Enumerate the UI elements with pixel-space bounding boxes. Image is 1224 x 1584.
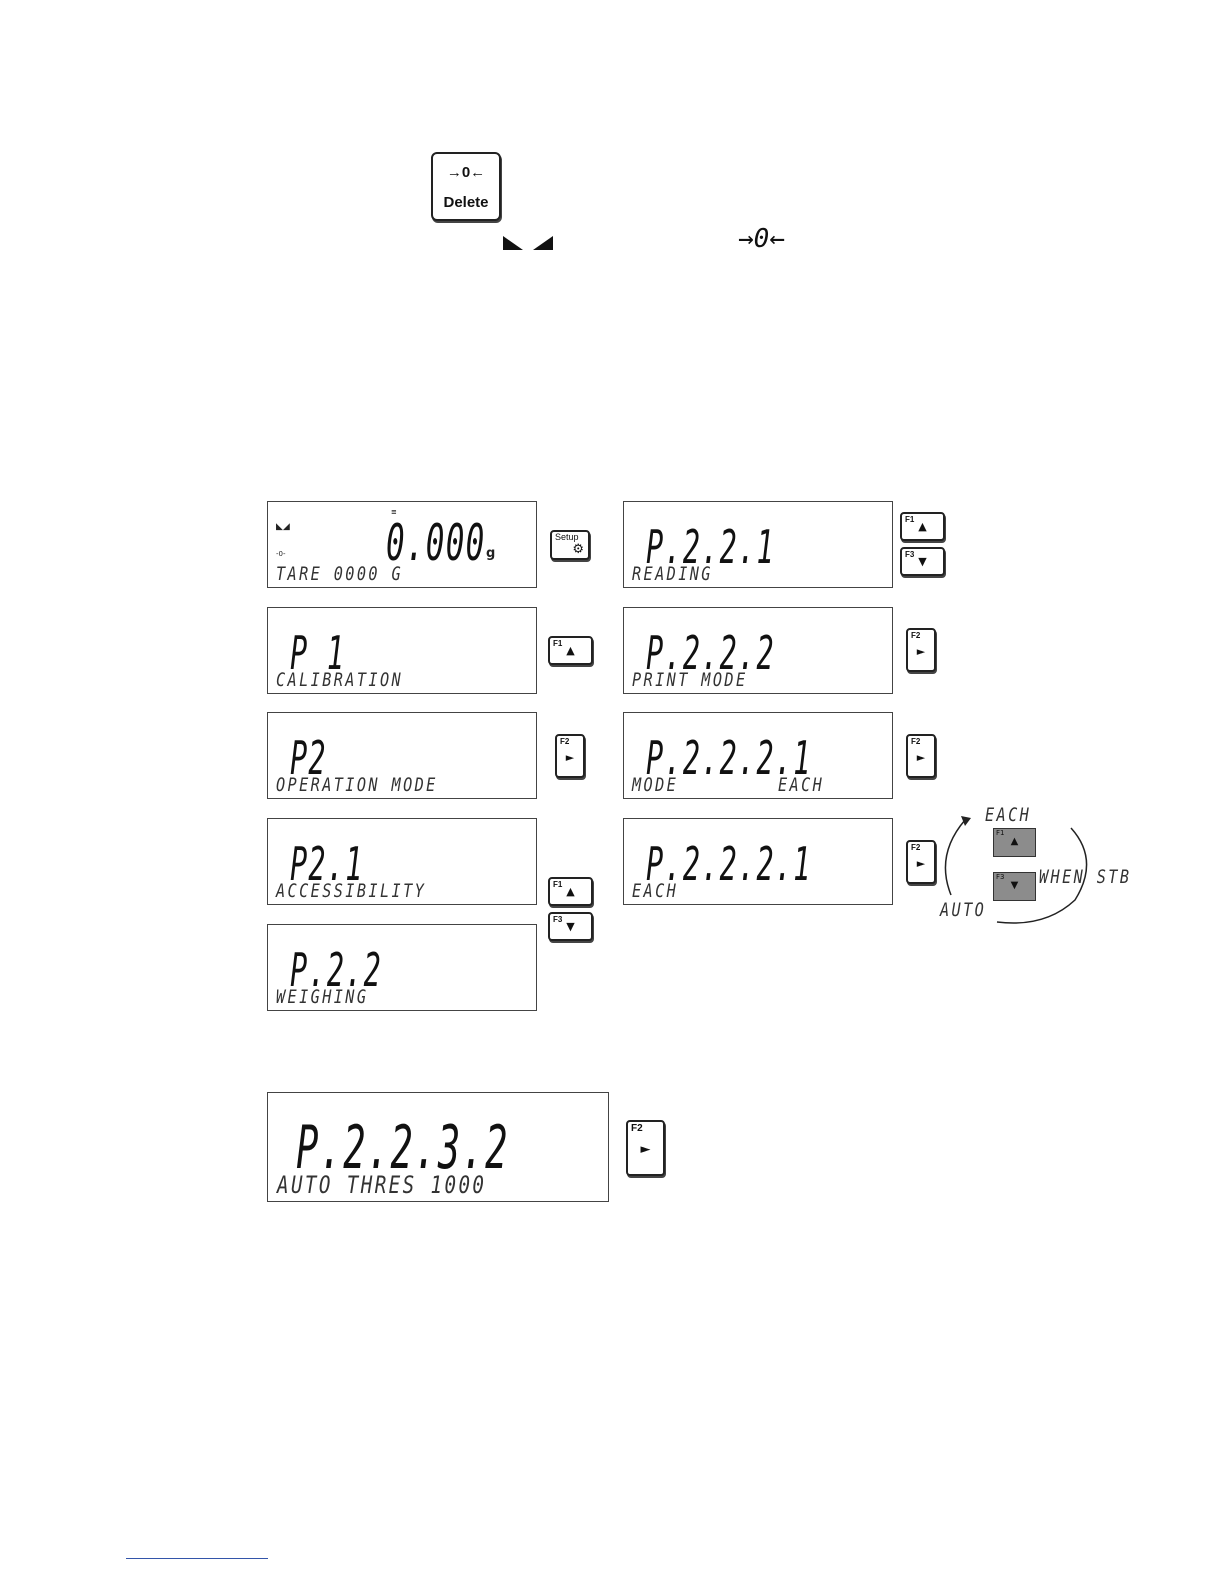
right-arrow-icon: ► — [557, 751, 583, 764]
zero-mini-icon: -0- — [276, 550, 286, 558]
setup-key[interactable]: Setup ⚙ — [550, 530, 590, 560]
lcd-sub-text: ACCESSIBILITY — [276, 880, 426, 902]
lcd-sub-text: MODE — [632, 774, 678, 796]
lcd-sub-text: OPERATION MODE — [276, 774, 438, 796]
f1-up-key[interactable]: F1 ▲ — [900, 512, 945, 541]
lcd-sub-text: WEIGHING — [276, 986, 368, 1008]
cycle-each-label: EACH — [985, 804, 1031, 826]
f2-right-key[interactable]: F2 ► — [906, 628, 936, 672]
setup-label: Setup — [555, 532, 579, 542]
footnote-rule — [126, 1558, 268, 1559]
lcd-weighing: P.2.2 WEIGHING — [267, 924, 537, 1011]
down-arrow-icon: ▼ — [994, 880, 1035, 891]
lcd-each: P.2.2.2.1 EACH — [623, 818, 893, 905]
gear-icon: ⚙ — [572, 542, 584, 557]
f2-label: F2 — [911, 631, 920, 640]
f2-right-key[interactable]: F2 ► — [906, 840, 936, 884]
f2-label: F2 — [631, 1123, 643, 1134]
lcd-sub-text: READING — [632, 563, 713, 585]
up-arrow-icon: ▲ — [550, 885, 591, 898]
lcd-sub-value: EACH — [778, 774, 824, 796]
f2-label: F2 — [911, 737, 920, 746]
lcd-sub-text: PRINT MODE — [632, 669, 748, 691]
f3-down-key[interactable]: F3 ▼ — [900, 547, 945, 576]
f2-right-key[interactable]: F2 ► — [906, 734, 936, 778]
up-arrow-icon: ▲ — [550, 644, 591, 657]
lcd-sub-text: AUTO THRES 1000 — [277, 1171, 486, 1199]
f2-right-key[interactable]: F2 ► — [555, 734, 585, 778]
f3-down-key[interactable]: F3 ▼ — [548, 912, 593, 941]
right-arrow-icon: ► — [628, 1142, 663, 1157]
up-arrow-icon: ▲ — [994, 836, 1035, 847]
lcd-mode-each: P.2.2.2.1 MODE EACH — [623, 712, 893, 799]
f3-down-option[interactable]: F3 ▼ — [993, 872, 1036, 901]
lcd-weight-display: ◣◢ -0- ≡ 0.000 g TARE 0000 G — [267, 501, 537, 588]
f1-up-key[interactable]: F1 ▲ — [548, 877, 593, 906]
cycle-when-stb-label: WHEN STB — [1039, 866, 1131, 888]
lcd-sub-text: EACH — [632, 880, 678, 902]
right-arrow-icon: ► — [908, 645, 934, 658]
right-arrow-icon: ► — [908, 857, 934, 870]
zero-symbol: →0← — [433, 164, 499, 181]
lcd-auto-threshold: P.2.2.3.2 AUTO THRES 1000 — [267, 1092, 609, 1202]
cycle-auto-label: AUTO — [940, 899, 986, 921]
f2-right-key[interactable]: F2 ► — [626, 1120, 665, 1176]
lcd-calibration: P 1 CALIBRATION — [267, 607, 537, 694]
lcd-operation-mode: P2 OPERATION MODE — [267, 712, 537, 799]
stable-mini-icon: ◣◢ — [276, 522, 290, 532]
lcd-print-mode: P.2.2.2 PRINT MODE — [623, 607, 893, 694]
stable-marker-icon — [503, 234, 553, 252]
right-arrow-icon: ► — [908, 751, 934, 764]
zero-indicator: →0← — [738, 224, 785, 254]
f2-label: F2 — [560, 737, 569, 746]
delete-key[interactable]: →0← Delete — [431, 152, 501, 221]
down-arrow-icon: ▼ — [902, 555, 943, 568]
lcd-unit: g — [486, 546, 495, 561]
lcd-sub-text: TARE 0000 G — [276, 563, 403, 585]
lcd-accessibility: P2.1 ACCESSIBILITY — [267, 818, 537, 905]
lcd-reading: P.2.2.1 READING — [623, 501, 893, 588]
f1-up-option[interactable]: F1 ▲ — [993, 828, 1036, 857]
f1-up-key[interactable]: F1 ▲ — [548, 636, 593, 665]
down-arrow-icon: ▼ — [550, 920, 591, 933]
lcd-sub-text: CALIBRATION — [276, 669, 403, 691]
delete-label: Delete — [433, 194, 499, 211]
up-arrow-icon: ▲ — [902, 520, 943, 533]
f2-label: F2 — [911, 843, 920, 852]
